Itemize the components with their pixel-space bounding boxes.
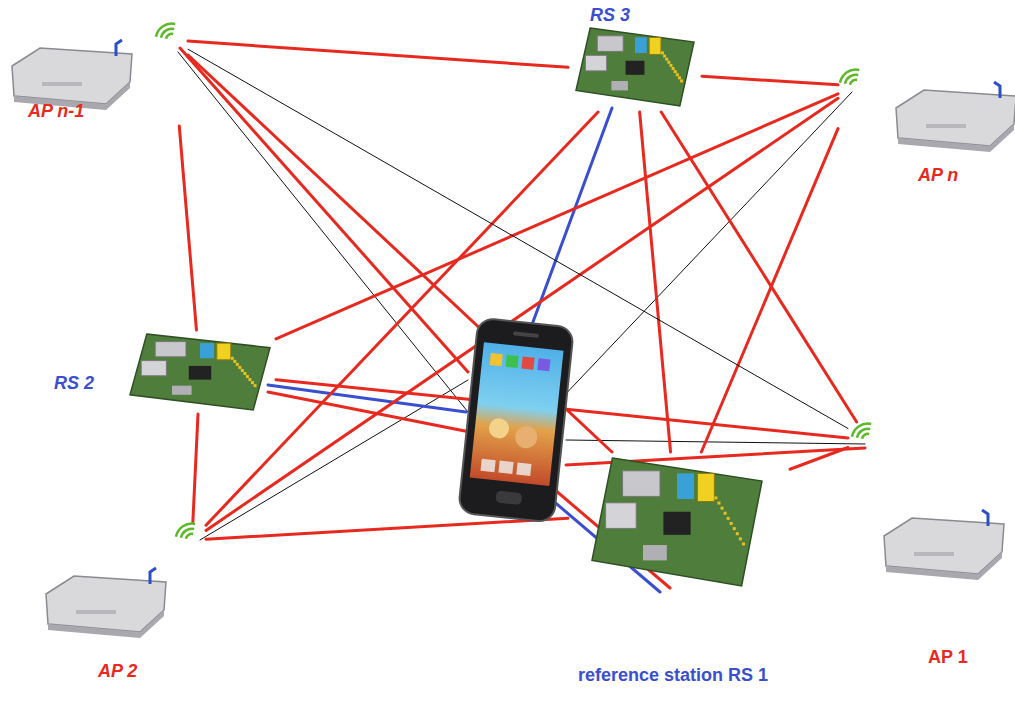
access-point: AP 1 xyxy=(848,422,1010,674)
link-line xyxy=(790,448,848,470)
link-line xyxy=(193,414,198,522)
board-icon xyxy=(50,330,276,414)
link-line xyxy=(276,94,838,339)
thin-link xyxy=(178,52,468,412)
raspberry-pi-board xyxy=(130,334,270,410)
thin-link xyxy=(566,440,865,444)
link-line xyxy=(188,41,568,67)
phone-links xyxy=(178,48,865,592)
link-line xyxy=(206,98,838,530)
access-point-icon xyxy=(46,524,195,638)
device-label: RS 2 xyxy=(54,374,94,394)
raspberry-pi-board xyxy=(592,458,762,586)
link-line xyxy=(702,76,838,85)
access-point: AP n-1 xyxy=(8,18,188,126)
gpio-header xyxy=(714,496,745,545)
board-icon xyxy=(568,6,702,112)
link-line xyxy=(206,112,598,525)
link-line xyxy=(179,126,196,330)
access-point-icon xyxy=(12,24,175,110)
raspberry-pi-board xyxy=(576,28,694,106)
thin-link xyxy=(560,92,852,400)
link-line xyxy=(206,518,568,539)
device-label: reference station RS 1 xyxy=(578,666,768,686)
router-icon xyxy=(848,422,1010,674)
device-label: RS 3 xyxy=(590,6,630,26)
reference-station: RS 2 xyxy=(50,330,276,414)
phone-body xyxy=(458,318,574,523)
board-icon xyxy=(568,452,790,694)
red-link xyxy=(180,48,468,372)
gpio-header xyxy=(231,357,257,387)
edge-group xyxy=(179,41,856,539)
device-label: AP 1 xyxy=(928,648,968,668)
link-line xyxy=(640,112,671,452)
access-point-icon xyxy=(852,424,1004,580)
device-label: AP n xyxy=(918,166,958,186)
device-label: AP 2 xyxy=(98,662,137,682)
device-label: AP n-1 xyxy=(28,102,84,122)
reference-station: RS 3 xyxy=(568,6,702,112)
link-line xyxy=(701,129,838,452)
gpio-header xyxy=(661,51,683,82)
access-point: AP 2 xyxy=(38,522,206,692)
access-point: AP n xyxy=(838,66,1010,190)
access-point-icon xyxy=(840,70,1015,152)
reference-station: reference station RS 1 xyxy=(568,452,790,694)
